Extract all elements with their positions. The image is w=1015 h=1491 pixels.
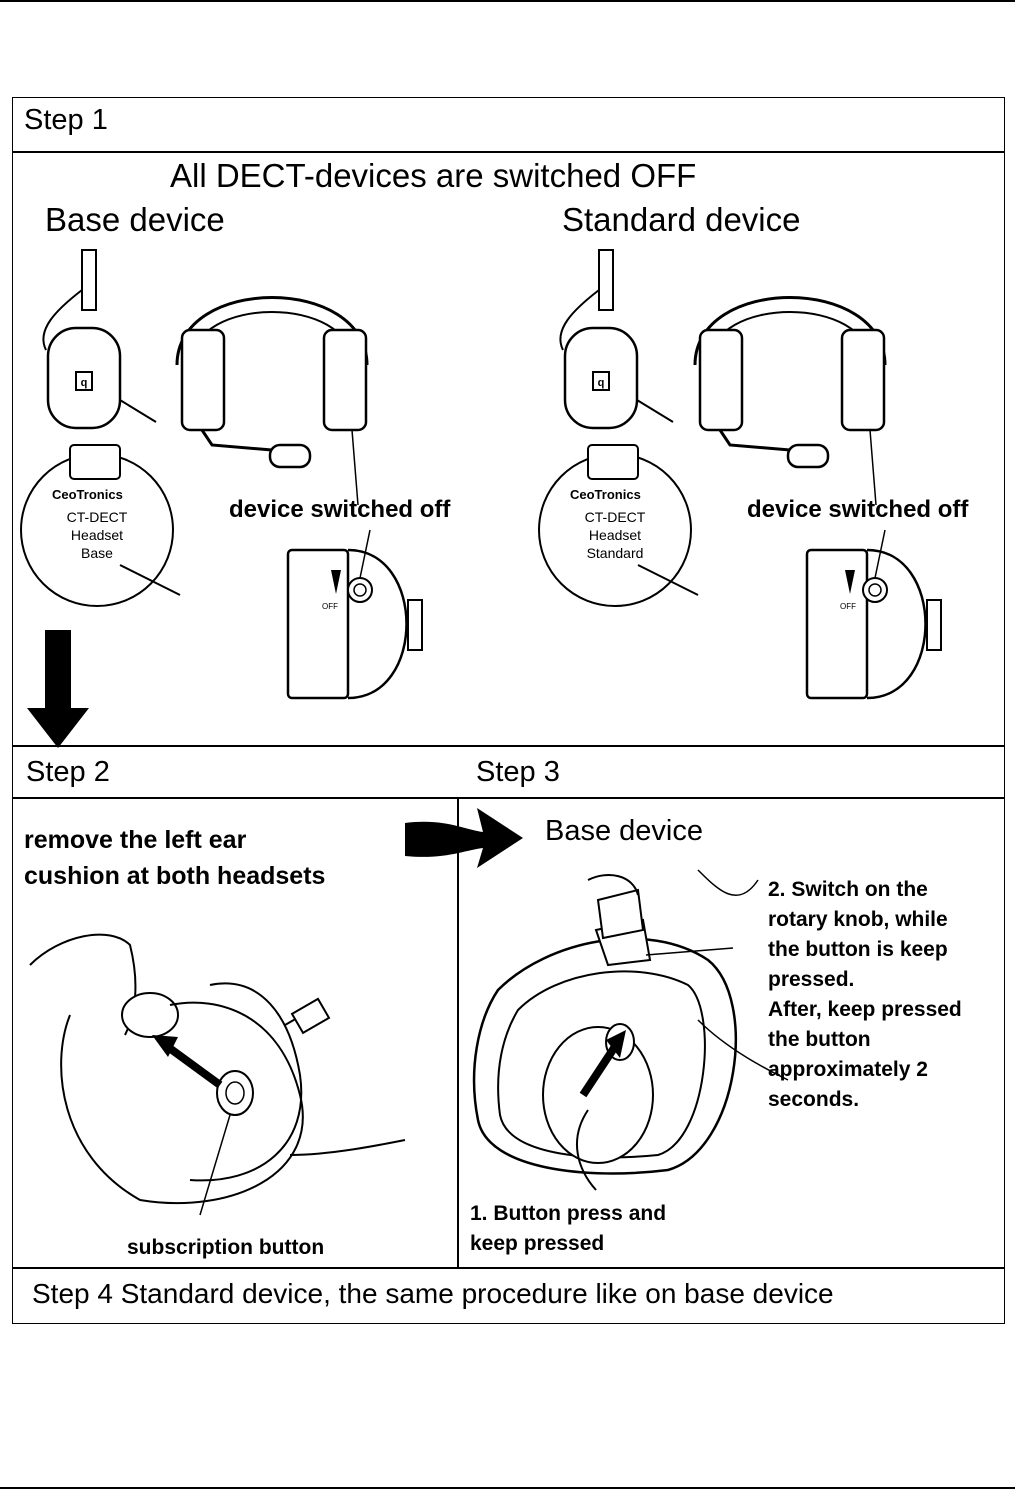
divider-step2-step3 (457, 797, 459, 1268)
standard-switched-off-label: device switched off (747, 496, 969, 523)
base-switched-off-label: device switched off (229, 496, 451, 523)
base-badge-illustration (20, 444, 181, 607)
step2-label: Step 2 (26, 756, 110, 788)
base-badge-brand: CeoTronics (52, 487, 123, 502)
top-rule (0, 0, 1015, 2)
divider-step1-header (12, 151, 1005, 153)
base-headset-side-illustration: q (42, 249, 157, 430)
base-off-mark: OFF (322, 602, 338, 611)
step1-heading: All DECT-devices are switched OFF (170, 157, 697, 194)
step3-title: Base device (545, 815, 703, 847)
standard-off-mark: OFF (840, 602, 856, 611)
standard-badge-illustration (538, 444, 699, 607)
instruction-frame (12, 97, 1005, 1324)
base-earcup-switch-illustration (286, 529, 423, 700)
divider-step1-body (12, 745, 1005, 747)
standard-device-title: Standard device (562, 201, 801, 238)
step2-instruction: remove the left ear cushion at both head… (24, 826, 326, 890)
step3-instruction-2: 2. Switch on the rotary knob, while the … (768, 878, 962, 1111)
step1-label: Step 1 (24, 104, 108, 136)
svg-text:q: q (598, 377, 605, 389)
down-arrow-icon (27, 630, 89, 748)
switch-on-base-illustration (472, 869, 789, 1191)
base-device-title: Base device (45, 201, 225, 238)
standard-headset-front-illustration (693, 296, 887, 506)
divider-step4 (12, 1267, 1005, 1269)
base-headset-front-illustration (175, 296, 369, 506)
svg-text:q: q (81, 377, 88, 389)
step3-label: Step 3 (476, 756, 560, 788)
standard-badge-lines: CT-DECT Headset Standard (584, 509, 646, 561)
remove-ear-cushion-illustration (29, 933, 406, 1216)
right-arrow-icon (405, 808, 523, 868)
subscription-button-label: subscription button (127, 1236, 325, 1259)
standard-earcup-switch-illustration (805, 529, 942, 700)
divider-steps-header (12, 797, 1005, 799)
standard-badge-brand: CeoTronics (570, 487, 641, 502)
bottom-rule (0, 1487, 1015, 1489)
step4-label: Step 4 Standard device, the same procedu… (32, 1278, 834, 1309)
base-badge-lines: CT-DECT Headset Base (66, 509, 128, 561)
step3-instruction-1: 1. Button press and keep pressed (470, 1202, 667, 1255)
standard-headset-side-illustration: q (559, 249, 674, 430)
